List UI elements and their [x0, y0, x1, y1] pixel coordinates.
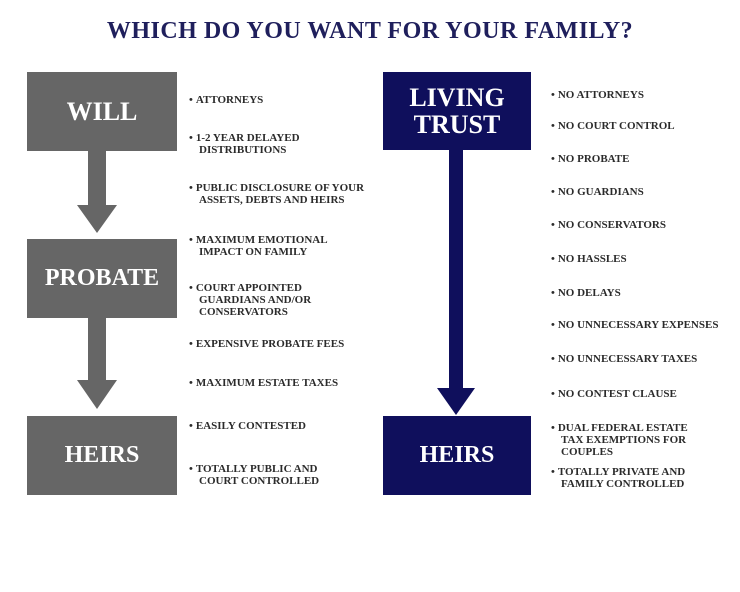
trust-point: •TOTALLY PRIVATE AND FAMILY CONTROLLED: [551, 466, 686, 490]
trust-heirs-label: HEIRS: [419, 441, 495, 468]
will-label: WILL: [66, 96, 138, 126]
trust-heirs-box: HEIRS: [383, 416, 531, 495]
trust-point: •DUAL FEDERAL ESTATE TAX EXEMPTIONS FOR …: [551, 422, 688, 458]
page-title: WHICH DO YOU WANT FOR YOUR FAMILY?: [106, 18, 634, 44]
will-point: •PUBLIC DISCLOSURE OF YOUR ASSETS, DEBTS…: [189, 182, 365, 206]
trust-point: •NO ATTORNEYS: [551, 89, 644, 101]
trust-point: •NO GUARDIANS: [551, 186, 644, 198]
probate-box: PROBATE: [27, 239, 177, 318]
will-point: •TOTALLY PUBLIC AND COURT CONTROLLED: [189, 463, 320, 487]
trust-point: •NO PROBATE: [551, 153, 630, 165]
living-trust-box: LIVING TRUST: [383, 72, 531, 150]
trust-point: •NO CONSERVATORS: [551, 219, 666, 231]
will-point: •1-2 YEAR DELAYED DISTRIBUTIONS: [189, 132, 300, 156]
will-point: •EASILY CONTESTED: [189, 420, 307, 432]
will-heirs-label: HEIRS: [64, 441, 140, 468]
will-point: •ATTORNEYS: [189, 94, 264, 106]
will-heirs-box: HEIRS: [27, 416, 177, 495]
probate-label: PROBATE: [44, 264, 160, 291]
living-trust-label-line1: LIVING: [409, 82, 505, 112]
will-point: •EXPENSIVE PROBATE FEES: [189, 338, 345, 350]
trust-point: •NO UNNECESSARY TAXES: [551, 353, 698, 365]
trust-point: •NO DELAYS: [551, 287, 621, 299]
will-point: •COURT APPOINTED GUARDIANS AND/OR CONSER…: [189, 282, 312, 318]
down-arrow-icon: [77, 318, 117, 409]
down-arrow-icon: [77, 151, 117, 233]
trust-point: •NO CONTEST CLAUSE: [551, 388, 677, 400]
will-point: •MAXIMUM EMOTIONAL IMPACT ON FAMILY: [189, 234, 328, 258]
trust-point: •NO HASSLES: [551, 253, 627, 265]
will-point: •MAXIMUM ESTATE TAXES: [189, 377, 339, 389]
trust-point: •NO UNNECESSARY EXPENSES: [551, 319, 719, 331]
living-trust-label-line2: TRUST: [413, 110, 501, 139]
trust-point: •NO COURT CONTROL: [551, 120, 675, 132]
down-arrow-icon: [437, 150, 475, 415]
will-box: WILL: [27, 72, 177, 151]
